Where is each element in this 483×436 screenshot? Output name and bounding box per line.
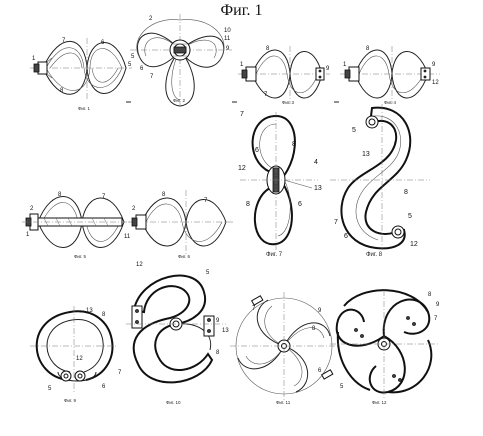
label-5-fig10: 5	[206, 270, 210, 276]
label-5-fig12: 5	[340, 384, 344, 390]
label-12-fig10: 12	[136, 262, 143, 268]
label-6-fig9: 6	[102, 384, 106, 390]
caption-fig8: Фиг. 8	[366, 252, 383, 258]
label-13-fig7: 13	[314, 185, 322, 192]
label-9-fig4: 9	[432, 62, 436, 68]
label-6-fig7: 6	[255, 147, 259, 154]
caption-fig5: Фиг. 5	[74, 254, 87, 259]
label-10-fig2: 10	[224, 28, 231, 34]
label-9-fig2: 9	[226, 46, 230, 52]
label-7-fig2: 7	[150, 74, 154, 80]
label-11-fig2: 11	[224, 36, 231, 42]
label-7-fig12: 7	[434, 316, 438, 322]
figure-12: 8 9 7 5 Фиг. 12	[330, 289, 440, 405]
label-12-fig8: 12	[410, 241, 418, 248]
caption-fig1: Фиг. 1	[78, 106, 91, 111]
figure-6: 2 8 7 Фиг. 6	[128, 190, 234, 259]
label-5b-fig8: 5	[408, 213, 412, 220]
label-13-fig9: 13	[86, 308, 93, 314]
label-8-fig4: 8	[366, 46, 370, 52]
label-8-fig5: 8	[58, 192, 62, 198]
label-8-fig8: 8	[404, 189, 408, 196]
sheet-title: Фиг. 1	[220, 2, 263, 19]
caption-fig6: Фиг. 6	[178, 254, 191, 259]
label-5-fig2: 5	[131, 54, 135, 60]
caption-fig9: Фиг. 9	[64, 398, 77, 403]
caption-fig11: Фиг. 11	[276, 400, 291, 405]
figure-1: 1 7 6 8 5 Фиг. 1	[30, 38, 132, 111]
caption-fig12: Фиг. 12	[372, 400, 387, 405]
label-8-fig7: 8	[292, 141, 296, 148]
label-8-fig12: 8	[428, 292, 432, 298]
label-1-fig3: 1	[240, 62, 244, 68]
label-6-fig2: 6	[140, 66, 144, 72]
label-8-fig6: 8	[162, 192, 166, 198]
caption-fig10: Фиг. 10	[166, 400, 181, 405]
label-5-fig9: 5	[48, 386, 52, 392]
label-8-fig9: 8	[102, 312, 106, 318]
label-7-fig5: 7	[102, 194, 106, 200]
label-1: 1	[32, 56, 36, 62]
label-8: 8	[60, 88, 64, 94]
label-7-fig3: 7	[264, 92, 268, 98]
label-9-fig3: 9	[326, 66, 330, 72]
label-7-fig9: 7	[118, 370, 122, 376]
label-12-fig4: 12	[432, 80, 439, 86]
label-8-fig10: 8	[216, 350, 220, 356]
figure-5: 2 1 8 7 11 Фиг. 5	[22, 192, 131, 259]
label-7-fig11: 7	[252, 306, 256, 312]
label-1-fig4: 1	[343, 62, 347, 68]
label-6b-fig7: 6	[298, 201, 302, 208]
label-7-fig6: 7	[204, 198, 208, 204]
label-5: 5	[128, 62, 132, 68]
label-12-fig9: 12	[76, 356, 83, 362]
label-6-fig11: 6	[318, 368, 322, 374]
label-6-fig8: 6	[344, 233, 348, 240]
figure-2: 2 10 11 9 5 6 7 Фиг. 2	[130, 14, 232, 107]
label-2-fig5: 2	[30, 206, 34, 212]
caption-fig7: Фиг. 7	[266, 252, 283, 258]
figure-11: 7 9 8 6 Фиг. 11	[230, 292, 338, 405]
caption-fig2: Фиг. 2	[173, 98, 186, 103]
figure-3: 1 8 7 9 Фиг. 3	[238, 46, 330, 105]
caption-fig3: Фиг. 3	[282, 100, 295, 105]
label-13-fig8: 13	[362, 151, 370, 158]
label-2-fig6: 2	[132, 206, 136, 212]
figure-9: 13 8 12 7 5 6 Фиг. 9	[30, 306, 122, 403]
figure-4: 1 8 9 12 Фиг. 4	[340, 46, 440, 105]
label-2-top: 2	[149, 16, 153, 22]
label-12-fig7: 12	[238, 165, 246, 172]
figure-10: 12 5 9 13 8 Фиг. 10	[126, 262, 229, 405]
label-9-fig12: 9	[436, 302, 440, 308]
label-8b-fig7: 8	[246, 201, 250, 208]
figure-7: 7 6 8 4 12 13 8 6 Фиг. 7	[238, 111, 322, 258]
label-4-fig7: 4	[314, 159, 318, 166]
label-9-fig10: 9	[216, 318, 220, 324]
label-11-fig5: 11	[124, 234, 131, 240]
figure-8: 5 13 8 7 6 5 12 Фиг. 8	[330, 104, 430, 258]
caption-fig4: Фиг. 4	[384, 100, 397, 105]
label-7-fig7: 7	[240, 111, 244, 118]
label-5-fig8: 5	[352, 127, 356, 134]
label-9-fig11: 9	[318, 308, 322, 314]
label-8-fig3: 8	[266, 46, 270, 52]
label-13-fig10: 13	[222, 328, 229, 334]
label-7: 7	[62, 38, 66, 44]
label-7-fig8: 7	[334, 219, 338, 226]
label-1-fig5: 1	[26, 232, 30, 238]
label-8-fig11: 8	[312, 326, 316, 332]
label-6: 6	[101, 40, 105, 46]
